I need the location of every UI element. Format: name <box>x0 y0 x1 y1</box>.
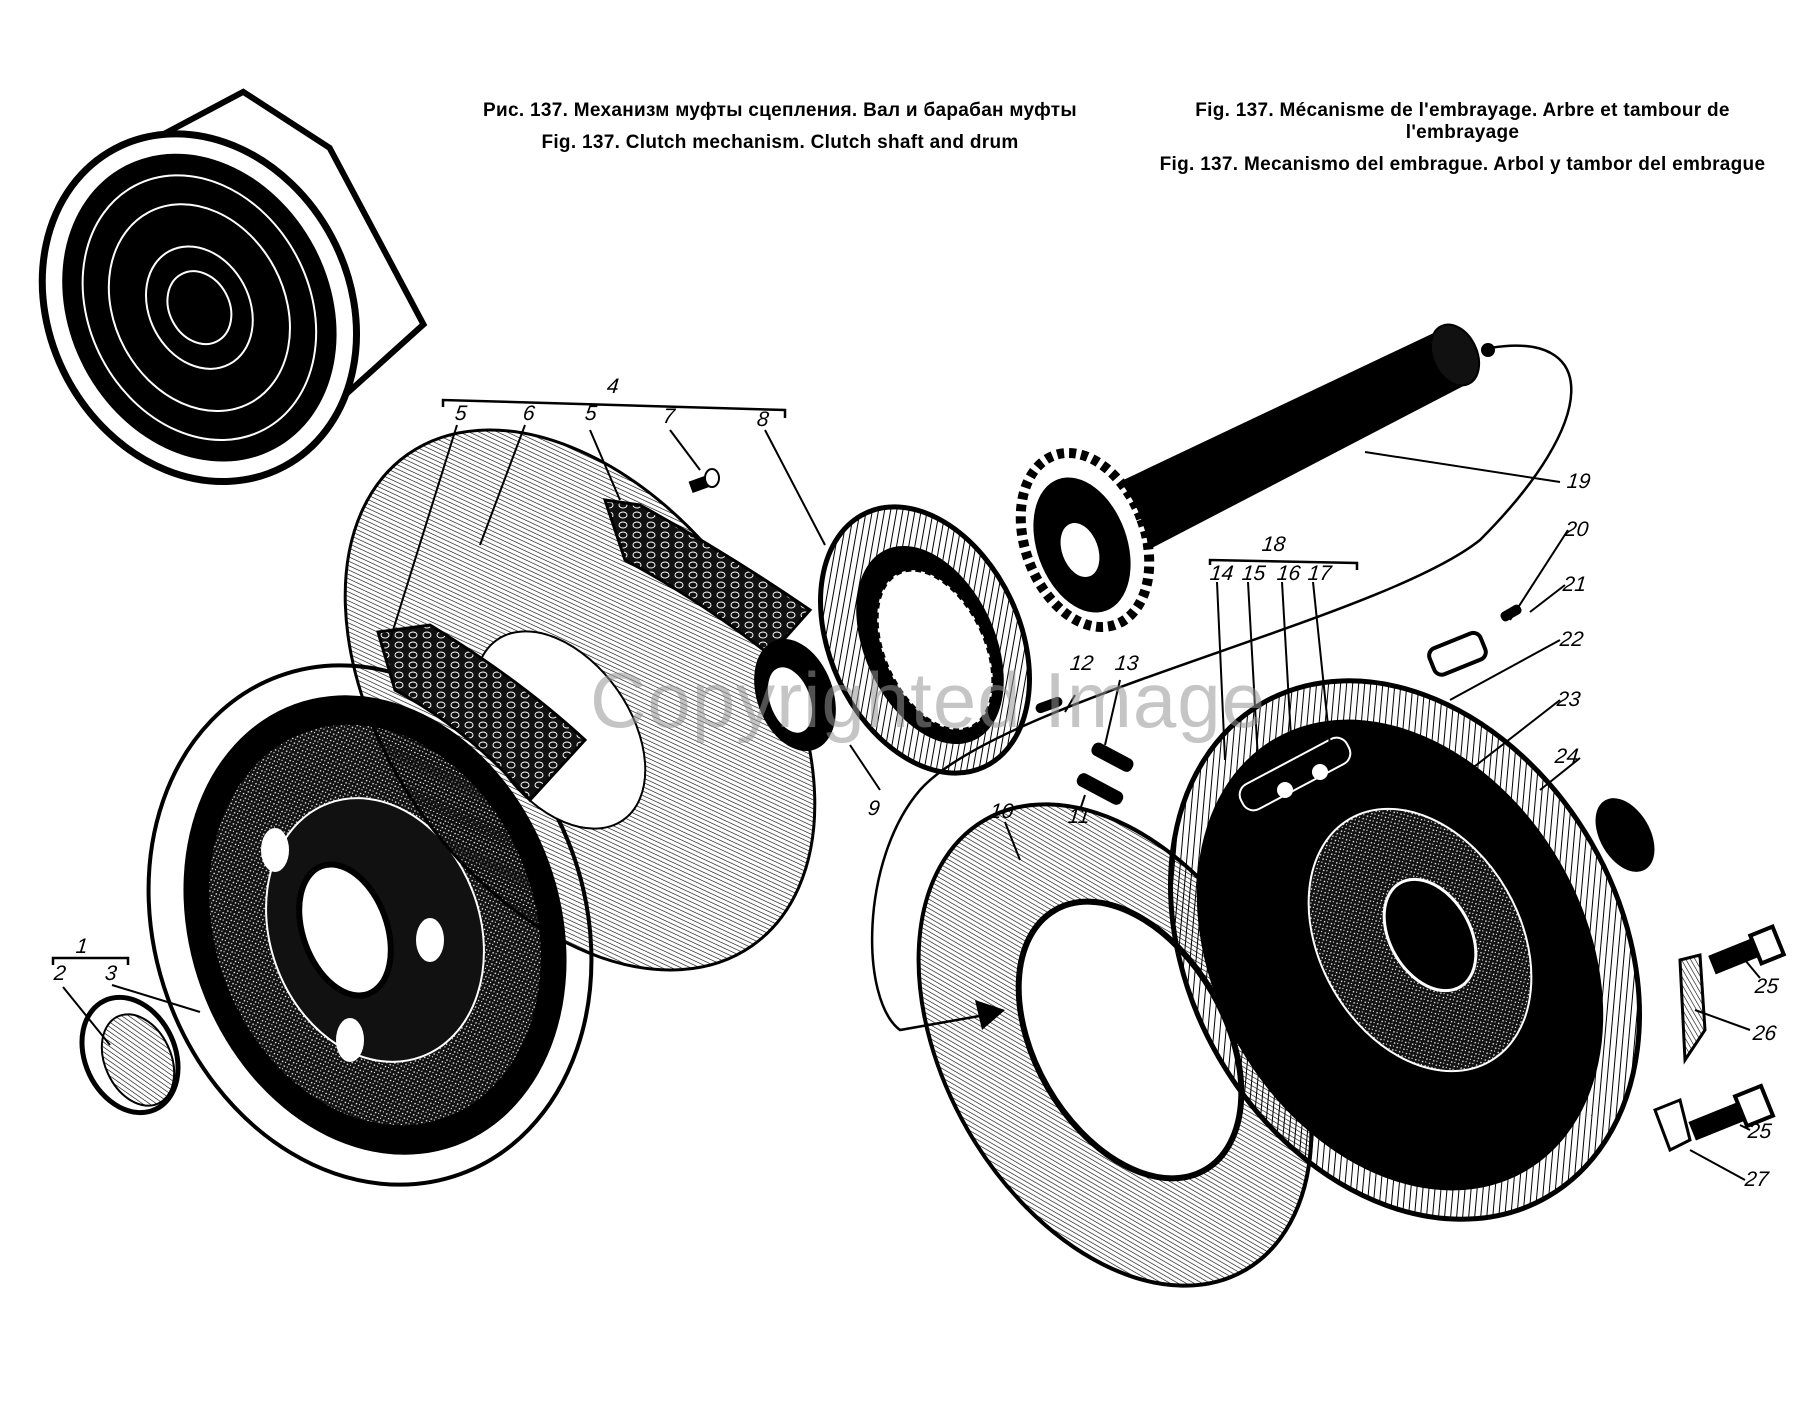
part-9-bearing <box>754 638 836 752</box>
caption-english: Fig. 137. Clutch mechanism. Clutch shaft… <box>541 132 1019 153</box>
callout-25-upper: 25 <box>1753 975 1780 998</box>
part-5-friction-segment-right <box>602 498 813 658</box>
callout-11: 11 <box>1066 805 1092 828</box>
part-20-bushing <box>1427 630 1488 677</box>
callout-20: 20 <box>1563 518 1590 541</box>
group-bracket-18 <box>1208 558 1359 570</box>
callout-23: 23 <box>1555 688 1582 711</box>
caption-russian: Рис. 137. Механизм муфты сцепления. Вал … <box>483 100 1077 121</box>
caption-left: Рис. 137. Механизм муфты сцепления. Вал … <box>470 100 1090 164</box>
part-7-rivet <box>688 468 720 494</box>
caption-french: Fig. 137. Mécanisme de l'embrayage. Arbr… <box>1195 100 1730 143</box>
part-18-lever-assembly <box>1238 736 1352 812</box>
callout-24: 24 <box>1553 745 1580 768</box>
callout-19: 19 <box>1565 470 1592 493</box>
callout-5a: 5 <box>453 402 468 425</box>
callout-18: 18 <box>1260 533 1287 556</box>
group-bracket-1 <box>51 956 130 965</box>
part-11-pin <box>1076 773 1124 805</box>
callout-22: 22 <box>1558 628 1585 651</box>
callout-2: 2 <box>52 962 67 985</box>
part-19-clutch-shaft <box>1015 323 1481 633</box>
callout-21: 21 <box>1561 573 1588 596</box>
watermark: Copyrighted Image <box>590 656 1267 744</box>
part-24-pressure-housing <box>1168 678 1655 1222</box>
part-8-internal-gear-ring <box>818 504 1032 776</box>
callout-3: 3 <box>103 962 118 985</box>
part-2-cap <box>79 994 181 1116</box>
callout-26: 26 <box>1751 1022 1778 1045</box>
callout-14: 14 <box>1208 562 1235 585</box>
callout-15: 15 <box>1240 562 1267 585</box>
callout-8: 8 <box>755 408 770 431</box>
part-25-bolt-upper <box>1708 923 1787 975</box>
callout-9: 9 <box>866 797 881 820</box>
callout-5b: 5 <box>583 402 598 425</box>
clutch-housing-assembly <box>38 88 428 485</box>
caption-right: Fig. 137. Mécanisme de l'embrayage. Arbr… <box>1145 100 1780 186</box>
callout-17: 17 <box>1306 562 1333 585</box>
part-13-pin <box>1091 742 1134 772</box>
flow-start-dot <box>1481 343 1495 357</box>
callout-27: 27 <box>1743 1168 1770 1191</box>
callout-7: 7 <box>661 405 676 428</box>
part-25-bolt-lower <box>1688 1083 1776 1141</box>
part-12-pin <box>1035 696 1063 714</box>
callout-25-lower: 25 <box>1746 1120 1773 1143</box>
caption-spanish: Fig. 137. Mecanismo del embrague. Arbol … <box>1159 154 1766 175</box>
part-5-friction-segment-left <box>376 623 588 803</box>
flow-arrowhead-icon <box>975 1000 1005 1030</box>
group-bracket-4 <box>441 398 787 418</box>
part-27-lock-washer <box>1653 1097 1692 1153</box>
callout-6: 6 <box>521 402 536 425</box>
part-26-lock-plate <box>1678 953 1707 1065</box>
callout-16: 16 <box>1275 562 1302 585</box>
callout-10: 10 <box>988 800 1015 823</box>
leader-lines <box>62 424 1761 1181</box>
